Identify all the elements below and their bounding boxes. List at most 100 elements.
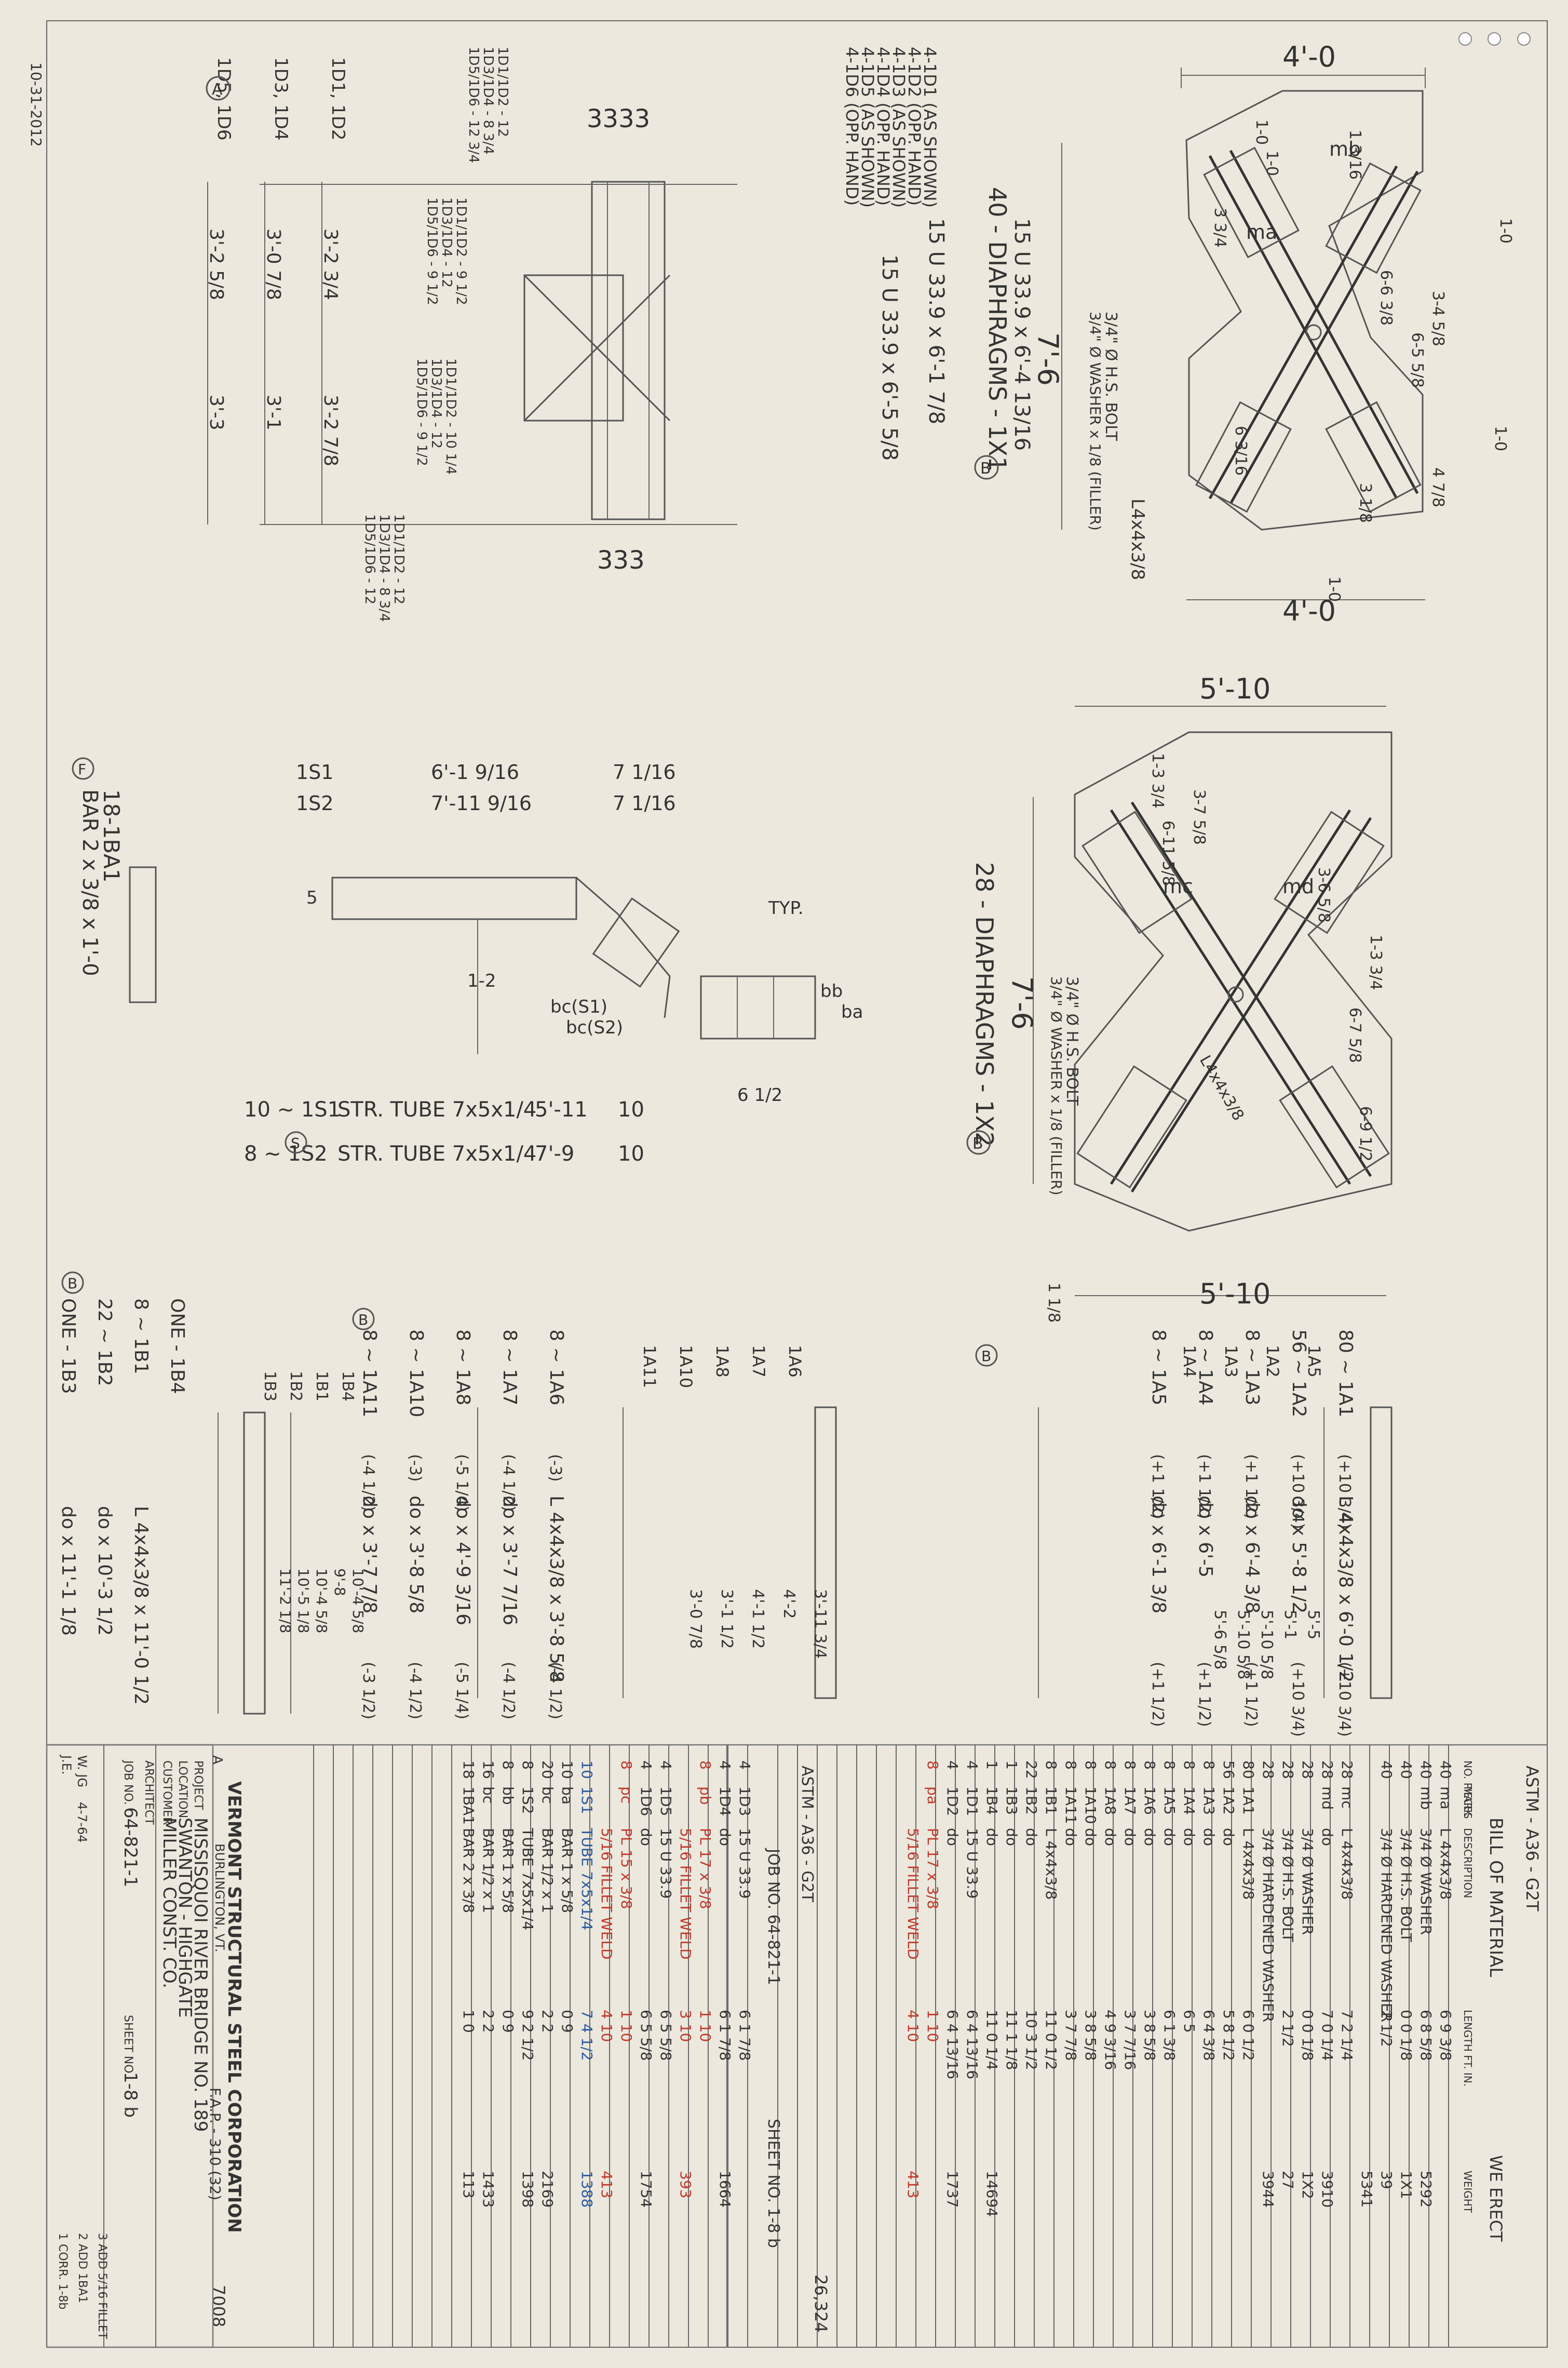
bom-cell: 15 U 33.9: [736, 1828, 753, 1899]
angle-group-a-list: 80 ~ 1A1(+10 3/4)L 4x4x3/8 x 6'-0 1/2(+1…: [1148, 1329, 1356, 1737]
angle-a-end: (+10 3/4): [1289, 1662, 1307, 1737]
angle-b-len: 3'-11 3/4: [811, 1589, 829, 1659]
x1-washer-note: 3/4" Ø WASHER x 1/8 (FILLER): [1087, 312, 1104, 531]
bom-cell: 0 9: [559, 2010, 576, 2033]
bom-cell: 1398: [519, 2171, 536, 2208]
angle-b-end: (-3 1/2): [359, 1662, 377, 1719]
bom-cell: 7 2 1/4: [1339, 2010, 1356, 2061]
bom-cell: 113: [460, 2171, 477, 2198]
bom-cell: 413: [598, 2171, 615, 2198]
x1-dim-label: 1 3/16: [1346, 130, 1364, 180]
bom-cell: do: [983, 1828, 1001, 1846]
tube-row-end: 7 1/16: [613, 761, 676, 784]
bar-label: 18-1BA1: [99, 789, 124, 883]
angle-a-desc: do x 5'-8 1/2: [1288, 1496, 1309, 1613]
bom-cell: do: [1003, 1828, 1020, 1846]
angle-c-label: 8 ~ 1B1: [130, 1298, 152, 1374]
angle-c-mark: 1B4: [339, 1371, 357, 1402]
frame-d-row-len: 3'-2 5/8: [206, 228, 227, 300]
angle-c-mark: 1B3: [261, 1371, 279, 1402]
angle-a-len: 5'-6 5/8: [1211, 1610, 1229, 1670]
bom-cell: 28: [1339, 1760, 1356, 1779]
bom-cell: 1X2: [1299, 2171, 1316, 2199]
bom-cell: 6 5 5/8: [638, 2010, 655, 2061]
bom-cell: 4: [964, 1760, 981, 1770]
frame-d-hole-note: 1D3/1D4 - 12: [428, 358, 444, 449]
company-name: VERMONT STRUCTURAL STEEL CORPORATION: [224, 1781, 245, 2233]
bom-cell: pa: [924, 1786, 941, 1805]
x1-dim-label: 1-0: [1491, 426, 1509, 451]
bom-cell: 5/16 FILLET WELD: [677, 1828, 694, 1960]
punch-hole: [1458, 32, 1472, 46]
angle-b-len: 4'-2: [780, 1589, 798, 1619]
bom-erect: WE ERECT: [1486, 2155, 1506, 2242]
bom-cell: 3 7 7/16: [1121, 2010, 1139, 2070]
bom-cell: BAR 1 x 5/8: [559, 1828, 576, 1913]
frame-d-row-len: 3'-0 7/8: [263, 228, 284, 300]
x1-bottom-dim: 4'-0: [1282, 595, 1336, 627]
angle-b-end: (-4 1/2): [546, 1662, 564, 1719]
bom-cell: 1A10: [1082, 1786, 1099, 1824]
bom-cell: do: [1102, 1828, 1119, 1846]
bom-cell: 1B2: [1023, 1786, 1040, 1815]
bom-cell: 1 0: [460, 2010, 477, 2033]
tube-note: TYP.: [768, 898, 804, 919]
tube-list-len: 7'-9: [535, 1142, 574, 1166]
angle-c-len: 11'-2 1/8: [277, 1568, 294, 1633]
bom-cell: 8: [924, 1760, 941, 1770]
bom-cell: 1A4: [1181, 1786, 1198, 1815]
frame-d-hole-note: 1D3/1D4 - 8 3/4: [376, 514, 392, 622]
bom-cell: 4: [717, 1760, 734, 1770]
bom-cell: PL 15 x 3/8: [618, 1828, 635, 1909]
location-label: LOCATION: [176, 1760, 189, 1818]
bom-cell: 2169: [539, 2171, 556, 2208]
bom-cell: 56: [1220, 1760, 1237, 1779]
bom-cell: 15 U 33.9: [657, 1828, 674, 1899]
bom-cell: 3 7 7/8: [1062, 2010, 1079, 2061]
punch-hole: [1488, 32, 1501, 46]
frame-d-line-label: 4-1D5 (AS SHOWN): [858, 47, 877, 208]
angle-group-b-view: 8 ~ 1A6(-3)L 4x4x3/8 x 3'-8 5/8(-4 1/2)8…: [352, 1308, 837, 1719]
bom-cell: 11 1 1/8: [1003, 2010, 1020, 2070]
bom-cell: 3/4 Ø WASHER: [1417, 1828, 1435, 1935]
bom-cell: 3/4 Ø H.S. BOLT: [1279, 1828, 1296, 1942]
bom-cell: 6 4 3/8: [1200, 2010, 1218, 2061]
bom-cell: do: [1141, 1828, 1158, 1846]
angle-group-b-list: 8 ~ 1A6(-3)L 4x4x3/8 x 3'-8 5/8(-4 1/2)8…: [359, 1329, 829, 1719]
bom-cell: 8: [697, 1760, 714, 1770]
group-a-callout: B: [981, 1348, 991, 1365]
bom-cell: ba: [559, 1786, 576, 1805]
x2-dim-label: 1-3 3/4: [1148, 753, 1167, 809]
angle-a-desc: do x 6'-4 3/8: [1241, 1496, 1263, 1613]
tube-list-label: 10 ~ 1S1: [244, 1098, 341, 1122]
angle-c-desc: L 4x4x3/8 x 11'-0 1/2: [130, 1506, 152, 1705]
bom-cell: pc: [618, 1786, 635, 1804]
bom-cell: BAR 2 x 3/8: [460, 1828, 477, 1913]
tube-row-mark: 1S1: [296, 761, 333, 784]
angle-b-adj: (-5 1/4): [453, 1454, 471, 1512]
tube-list-len: 5'-11: [535, 1098, 588, 1122]
bom-cell: 6 1 3/8: [1161, 2010, 1178, 2061]
angle-a-adj: (+1 1/2): [1195, 1454, 1213, 1519]
bom-cell: 40: [1417, 1760, 1435, 1779]
bom-cell: 40: [1378, 1760, 1395, 1779]
bom-cell: 2 2: [480, 2010, 497, 2033]
angle-a-label: 8 ~ 1A4: [1195, 1329, 1216, 1405]
bom-cell: pb: [697, 1786, 714, 1805]
bom-total-top: 26,324: [811, 2275, 831, 2333]
punch-hole: [1517, 32, 1531, 46]
tube-list-end: 10: [618, 1142, 644, 1166]
x2-angle: L4x4x3/8: [1196, 1053, 1248, 1124]
x1-title: 40 - DIAPHRAGMS - 1X1: [983, 187, 1011, 472]
bom-cell: 1A8: [1102, 1786, 1119, 1815]
frame-d-line-label: 4-1D3 (AS SHOWN): [889, 47, 909, 208]
frame-d-hole-note: 1D3/1D4 - 8 3/4: [480, 47, 496, 155]
tube-row-dim: 7'-11 9/16: [431, 792, 532, 815]
frame-d-hole-note: 1D1/1D2 - 9 1/2: [453, 197, 469, 305]
angle-b-desc: do x 3'-8 5/8: [405, 1496, 427, 1613]
bom-cell: 1BA1: [460, 1786, 477, 1825]
location-value: SWANTON - HIGHGATE: [174, 1818, 195, 2018]
